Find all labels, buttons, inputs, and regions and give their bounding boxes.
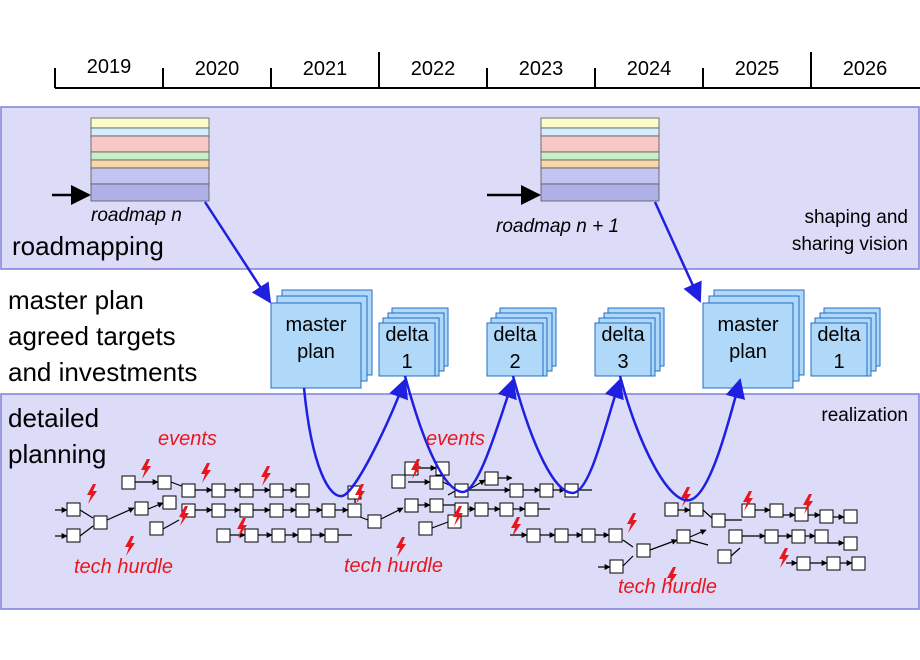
tech-hurdle-label: tech hurdle xyxy=(618,576,717,598)
plan-card-delta-2-text: delta 2 xyxy=(487,322,543,376)
year-label: 2020 xyxy=(194,58,240,80)
detailed-planning-title-line1: detailed xyxy=(8,403,100,433)
plan-card-delta-1-text: delta 1 xyxy=(379,322,435,376)
year-label: 2022 xyxy=(410,58,456,80)
plan-card-line1: delta xyxy=(817,324,861,346)
timeline-axis xyxy=(54,52,920,89)
plan-card-master-1-text: master plan xyxy=(271,312,361,366)
roadmap-stack-n xyxy=(90,117,210,202)
tech-hurdle-label: tech hurdle xyxy=(74,556,173,578)
master-plan-line3: and investments xyxy=(8,357,198,387)
plan-card-delta-1b xyxy=(810,307,881,377)
roadmap-n-plus-1-label: roadmap n + 1 xyxy=(496,216,620,237)
plan-card-delta-1 xyxy=(378,307,449,377)
feedback-loops xyxy=(302,375,746,502)
plan-card-line1: master xyxy=(285,314,347,336)
master-plan-line2: agreed targets xyxy=(8,321,176,351)
plan-card-line1: delta xyxy=(385,324,429,346)
year-label: 2023 xyxy=(518,58,564,80)
roadmap-to-master-arrow-2 xyxy=(653,201,702,303)
plan-card-delta-3 xyxy=(594,307,665,377)
plan-card-line1: master xyxy=(717,314,779,336)
tech-hurdle-label: tech hurdle xyxy=(344,555,443,577)
year-label: 2019 xyxy=(86,56,132,78)
detailed-planning-band xyxy=(0,393,920,610)
plan-card-master-1 xyxy=(270,289,373,389)
plan-card-line2: plan xyxy=(729,341,767,363)
plan-card-line1: delta xyxy=(601,324,645,346)
master-plan-line1: master plan xyxy=(8,285,144,315)
roadmap-n-label: roadmap n xyxy=(91,205,182,226)
plan-card-delta-1b-text: delta 1 xyxy=(811,322,867,376)
roadmap-stack-n-plus-1 xyxy=(540,117,660,202)
events-label: events xyxy=(426,428,485,450)
plan-card-delta-2 xyxy=(486,307,557,377)
plan-card-line1: delta xyxy=(493,324,537,346)
plan-card-line2: plan xyxy=(297,341,335,363)
roadmapping-caption-line2: sharing vision xyxy=(791,234,908,255)
roadmapping-caption-line1: shaping and xyxy=(804,207,908,228)
roadmapping-title: roadmapping xyxy=(12,231,164,261)
year-label: 2024 xyxy=(626,58,672,80)
detailed-planning-title-line2: planning xyxy=(8,439,107,469)
realization-caption: realization xyxy=(821,405,908,426)
plan-card-line2: 2 xyxy=(509,351,521,373)
plan-card-line2: 3 xyxy=(617,351,629,373)
plan-card-line2: 1 xyxy=(401,351,413,373)
events-label: events xyxy=(158,428,217,450)
plan-card-line2: 1 xyxy=(833,351,845,373)
roadmap-to-master-arrow-1 xyxy=(203,201,272,304)
year-label: 2025 xyxy=(734,58,780,80)
year-label: 2021 xyxy=(302,58,348,80)
plan-card-delta-3-text: delta 3 xyxy=(595,322,651,376)
year-label: 2026 xyxy=(842,58,888,80)
plan-card-master-2 xyxy=(702,289,805,389)
plan-card-master-2-text: master plan xyxy=(703,312,793,366)
